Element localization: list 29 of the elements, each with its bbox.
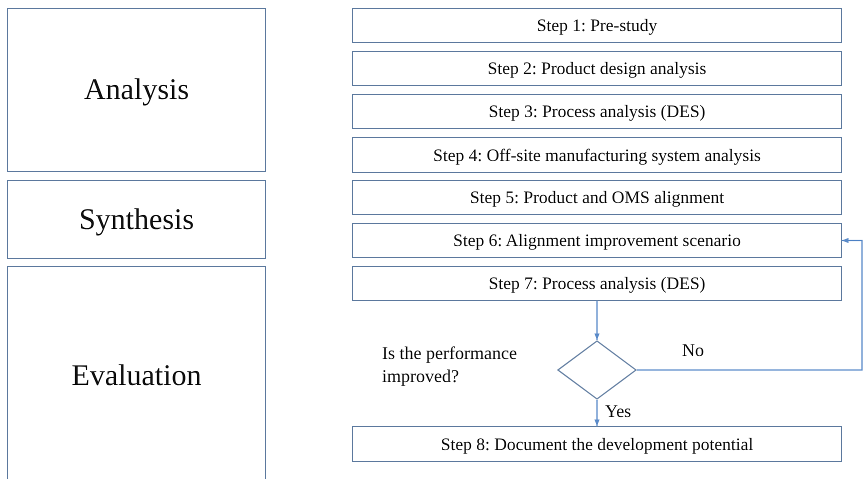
arrow bbox=[594, 400, 600, 426]
step-text: Analysis bbox=[84, 73, 189, 107]
step-text: Step 8: Document the development potential bbox=[440, 434, 754, 454]
process-box bbox=[352, 51, 842, 86]
step-text: Step 2: Product design analysis bbox=[488, 58, 706, 79]
process-box bbox=[352, 266, 842, 301]
process-box bbox=[352, 426, 842, 462]
arrow bbox=[594, 301, 600, 340]
step-text: Step 4: Off-site manufacturing system analysis bbox=[433, 144, 761, 166]
process-box bbox=[352, 223, 842, 258]
process-box bbox=[7, 8, 266, 172]
process-box bbox=[7, 266, 266, 479]
process-box bbox=[352, 137, 842, 173]
edge-label: Yes bbox=[605, 401, 632, 422]
step-text: Evaluation bbox=[72, 359, 202, 393]
process-box bbox=[7, 180, 266, 259]
step-text: Step 7: Process analysis (DES) bbox=[488, 273, 706, 294]
step-text: Step 3: Process analysis (DES) bbox=[488, 101, 706, 122]
step-text: Synthesis bbox=[78, 202, 194, 236]
process-box bbox=[352, 8, 842, 43]
step-text: Step 6: Alignment improvement scenario bbox=[453, 230, 741, 251]
decision-question: Is the performance improved? bbox=[382, 342, 518, 387]
decision-diamond bbox=[557, 340, 637, 400]
step-text: Step 5: Product and OMS alignment bbox=[470, 187, 724, 208]
process-box bbox=[352, 94, 842, 129]
process-box bbox=[352, 180, 842, 215]
edge-label: No bbox=[682, 340, 704, 361]
step-text: Step 1: Pre-study bbox=[536, 15, 658, 36]
arrow bbox=[637, 238, 863, 371]
